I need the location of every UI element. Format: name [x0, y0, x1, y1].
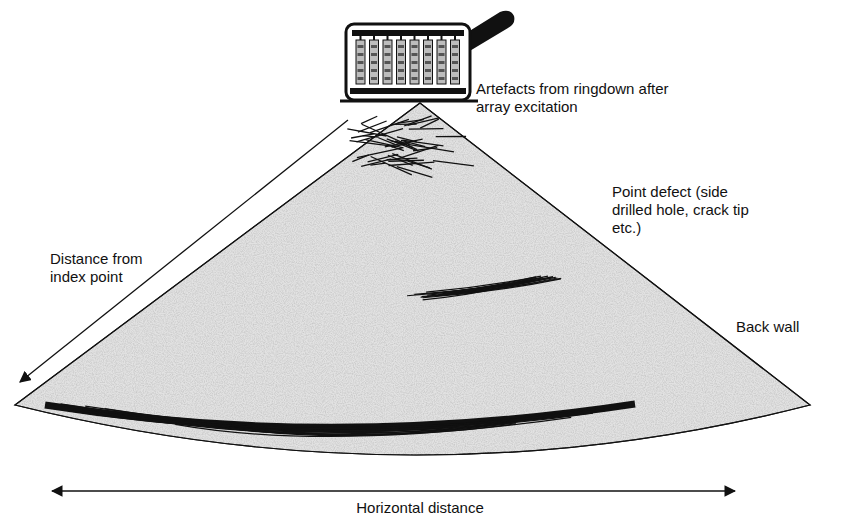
ringdown-artefacts — [347, 116, 474, 178]
axis-label: Horizontal distance — [300, 499, 540, 517]
defect-note: Point defect (side drilled hole, crack t… — [612, 183, 762, 237]
back-wall-label: Back wall — [736, 318, 836, 336]
point-defect-echo — [407, 276, 561, 300]
range-arrow — [20, 120, 348, 382]
artefact-note: Artefacts from ringdown after array exci… — [476, 80, 686, 116]
axis-label: Distance from index point — [50, 250, 162, 286]
back-wall-echo — [45, 404, 635, 437]
speckle-texture — [0, 100, 845, 510]
horizontal-arrow — [52, 490, 735, 491]
